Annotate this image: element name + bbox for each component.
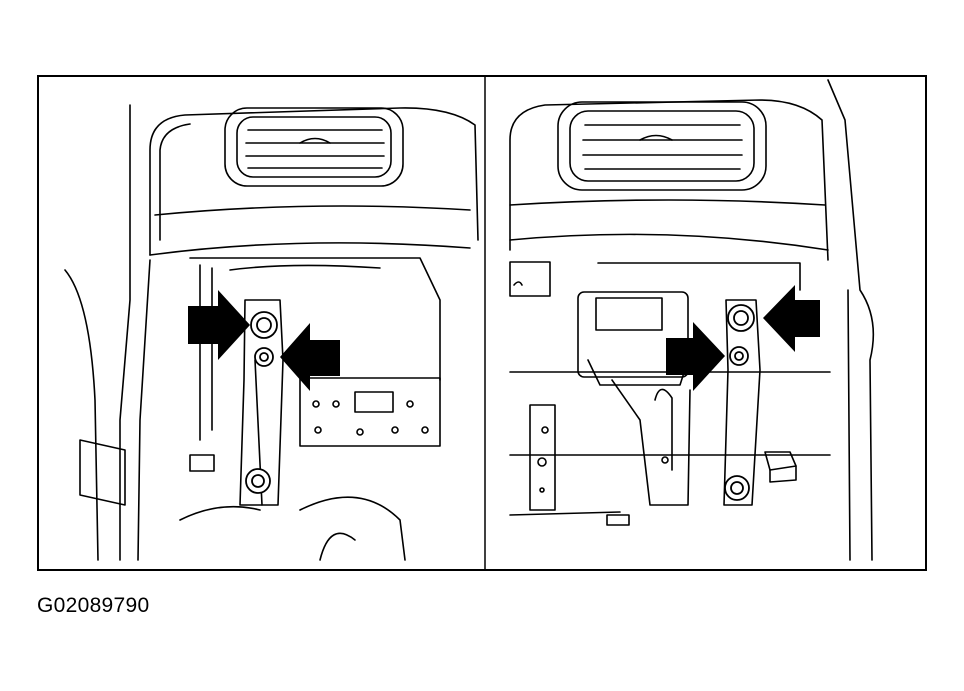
bolt-icon: [728, 305, 754, 331]
bolt-icon: [255, 348, 273, 366]
bolt-icon: [730, 347, 748, 365]
right-mounting-bracket: [724, 300, 760, 505]
right-air-vent-icon: [558, 102, 766, 190]
left-dash-hood: [150, 108, 478, 255]
right-control-unit: [578, 292, 688, 377]
right-bolts: [725, 305, 754, 500]
bolt-icon: [246, 469, 270, 493]
pointer-arrow-icon: [666, 322, 725, 391]
figure-id-caption: G02089790: [37, 594, 150, 617]
outer-border: [38, 76, 926, 570]
left-panel: [65, 105, 478, 560]
left-control-module: [300, 378, 440, 446]
pointer-arrow-icon: [763, 285, 820, 352]
bolt-icon: [725, 476, 749, 500]
right-dash-hood: [510, 100, 828, 260]
right-arrows: [666, 285, 820, 391]
pointer-arrow-icon: [280, 323, 340, 391]
left-air-vent-icon: [225, 108, 403, 186]
pointer-arrow-icon: [188, 290, 250, 360]
right-panel: [510, 80, 873, 560]
left-bolts: [246, 312, 277, 493]
left-mounting-bracket: [240, 300, 283, 505]
bolt-icon: [251, 312, 277, 338]
left-arrows: [188, 290, 340, 391]
